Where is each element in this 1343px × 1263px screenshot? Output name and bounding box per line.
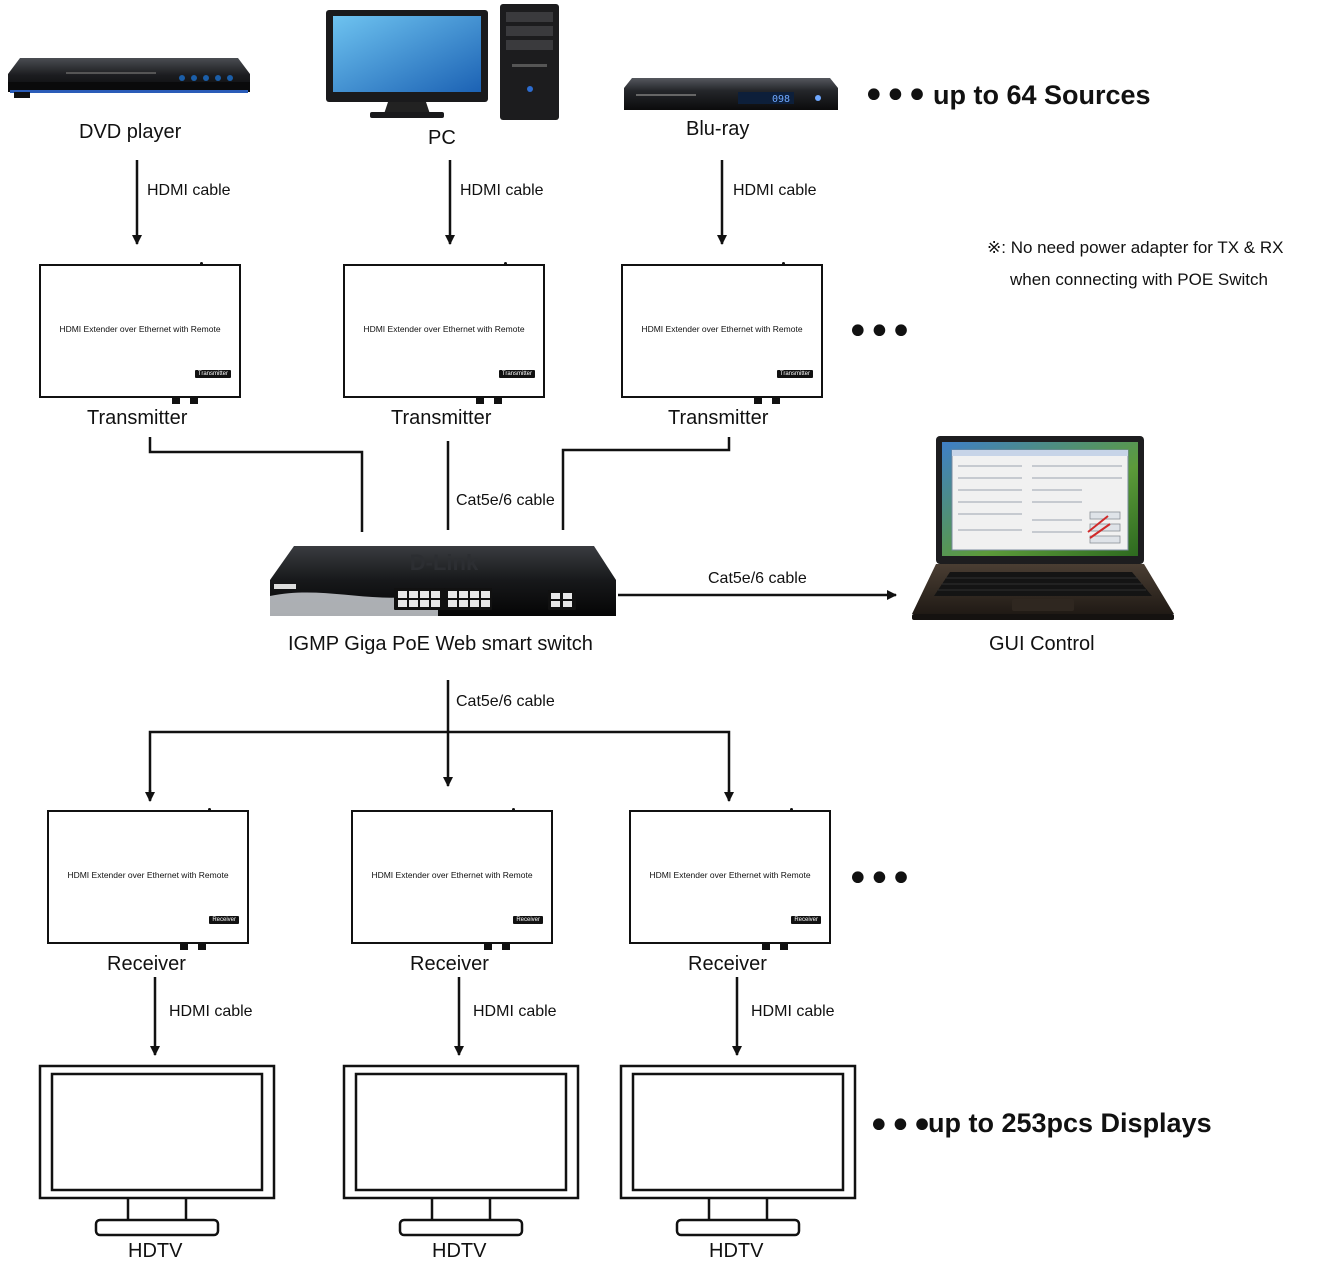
dvd-player-label: DVD player	[79, 121, 182, 143]
extender-title: HDMI Extender over Ethernet with Remote	[649, 870, 811, 880]
port-icon	[780, 944, 788, 950]
port-icon	[180, 944, 188, 950]
laptop-label: GUI Control	[989, 633, 1095, 655]
bluray-label: Blu-ray	[686, 118, 750, 140]
pc-icon	[326, 4, 559, 120]
hdmi-cable-label-3: HDMI cable	[733, 182, 817, 199]
transmitter-label-2: Transmitter	[391, 407, 492, 429]
receiver-tag: Receiver	[513, 916, 543, 924]
receiver-label-2: Receiver	[410, 953, 489, 975]
hdtv-label-1: HDTV	[128, 1240, 183, 1262]
network-switch-icon: D-Link	[270, 546, 616, 616]
receiver-ellipsis: •••	[846, 856, 913, 902]
port-icon	[762, 944, 770, 950]
port-icon	[476, 398, 484, 404]
port-icon	[502, 944, 510, 950]
port-icon	[198, 944, 206, 950]
displays-ellipsis: •••	[867, 1103, 934, 1149]
hdtv-label-3: HDTV	[709, 1240, 764, 1262]
hdtv-icon-1	[38, 1064, 276, 1237]
hdmi-cable-label-6: HDMI cable	[751, 1003, 835, 1020]
receiver-label-1: Receiver	[107, 953, 186, 975]
port-icon	[172, 398, 180, 404]
receiver-label-3: Receiver	[688, 953, 767, 975]
extender-title: HDMI Extender over Ethernet with Remote	[641, 324, 803, 334]
cat-cable-label-laptop: Cat5e/6 cable	[708, 570, 807, 587]
port-icon	[190, 398, 198, 404]
cat-line-tx1	[148, 437, 364, 532]
extender-title: HDMI Extender over Ethernet with Remote	[67, 870, 229, 880]
port-icon	[754, 398, 762, 404]
hdmi-cable-label-1: HDMI cable	[147, 182, 231, 199]
transmitter-tag: Transmitter	[194, 370, 231, 378]
port-icon	[494, 398, 502, 404]
transmitter-box-1: HDMI Extender over Ethernet with Remote …	[39, 262, 241, 398]
hdmi-cable-label-4: HDMI cable	[169, 1003, 253, 1020]
bluray-player-icon: 098	[624, 78, 838, 110]
switch-brand: D-Link	[410, 550, 479, 575]
extender-title: HDMI Extender over Ethernet with Remote	[59, 324, 221, 334]
hdmi-cable-label-2: HDMI cable	[460, 182, 544, 199]
transmitter-box-3: HDMI Extender over Ethernet with Remote …	[621, 262, 823, 398]
transmitter-box-2: HDMI Extender over Ethernet with Remote …	[343, 262, 545, 398]
hdtv-label-2: HDTV	[432, 1240, 487, 1262]
sources-ellipsis: •••	[862, 73, 929, 119]
cat-bus-rx	[148, 730, 731, 800]
displays-count-label: up to 253pcs Displays	[928, 1108, 1212, 1138]
receiver-box-2: HDMI Extender over Ethernet with Remote …	[351, 808, 553, 944]
cat-cable-label-tx: Cat5e/6 cable	[456, 492, 555, 509]
transmitter-tag: Transmitter	[776, 370, 813, 378]
cat-cable-label-rx: Cat5e/6 cable	[456, 693, 555, 710]
cat-line-tx3	[561, 437, 731, 530]
hdtv-icon-3	[619, 1064, 857, 1237]
sources-count-label: up to 64 Sources	[933, 80, 1151, 110]
note-line-2: when connecting with POE Switch	[1010, 270, 1268, 289]
laptop-icon	[912, 436, 1174, 620]
transmitter-label-3: Transmitter	[668, 407, 769, 429]
transmitter-tag: Transmitter	[498, 370, 535, 378]
extender-title: HDMI Extender over Ethernet with Remote	[371, 870, 533, 880]
receiver-box-3: HDMI Extender over Ethernet with Remote …	[629, 808, 831, 944]
receiver-tag: Receiver	[791, 916, 821, 924]
pc-label: PC	[428, 127, 456, 149]
port-icon	[772, 398, 780, 404]
dvd-player-icon	[8, 58, 250, 98]
receiver-tag: Receiver	[209, 916, 239, 924]
hdtv-icon-2	[342, 1064, 580, 1237]
receiver-box-1: HDMI Extender over Ethernet with Remote …	[47, 808, 249, 944]
port-icon	[484, 944, 492, 950]
switch-label: IGMP Giga PoE Web smart switch	[288, 633, 593, 655]
bluray-display: 098	[772, 94, 790, 105]
transmitter-label-1: Transmitter	[87, 407, 188, 429]
transmitter-ellipsis: •••	[846, 309, 913, 355]
extender-title: HDMI Extender over Ethernet with Remote	[363, 324, 525, 334]
hdmi-cable-label-5: HDMI cable	[473, 1003, 557, 1020]
note-line-1: ※: No need power adapter for TX & RX	[987, 238, 1284, 257]
